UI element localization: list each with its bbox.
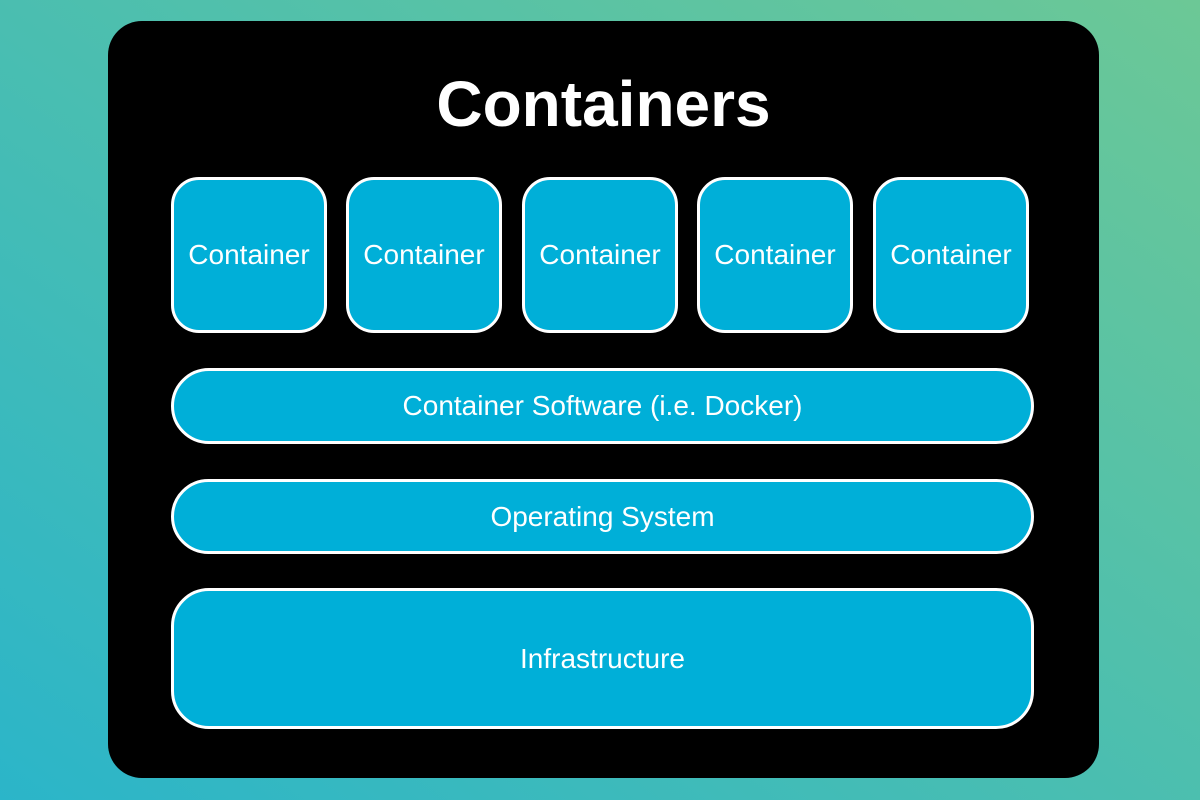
container-box-5: Container bbox=[873, 177, 1029, 333]
operating-system-layer: Operating System bbox=[171, 479, 1034, 554]
container-box-1: Container bbox=[171, 177, 327, 333]
container-software-layer: Container Software (i.e. Docker) bbox=[171, 368, 1034, 444]
diagram-title: Containers bbox=[436, 68, 771, 140]
infrastructure-layer: Infrastructure bbox=[171, 588, 1034, 729]
container-box-2: Container bbox=[346, 177, 502, 333]
container-box-3: Container bbox=[522, 177, 678, 333]
container-box-4: Container bbox=[697, 177, 853, 333]
